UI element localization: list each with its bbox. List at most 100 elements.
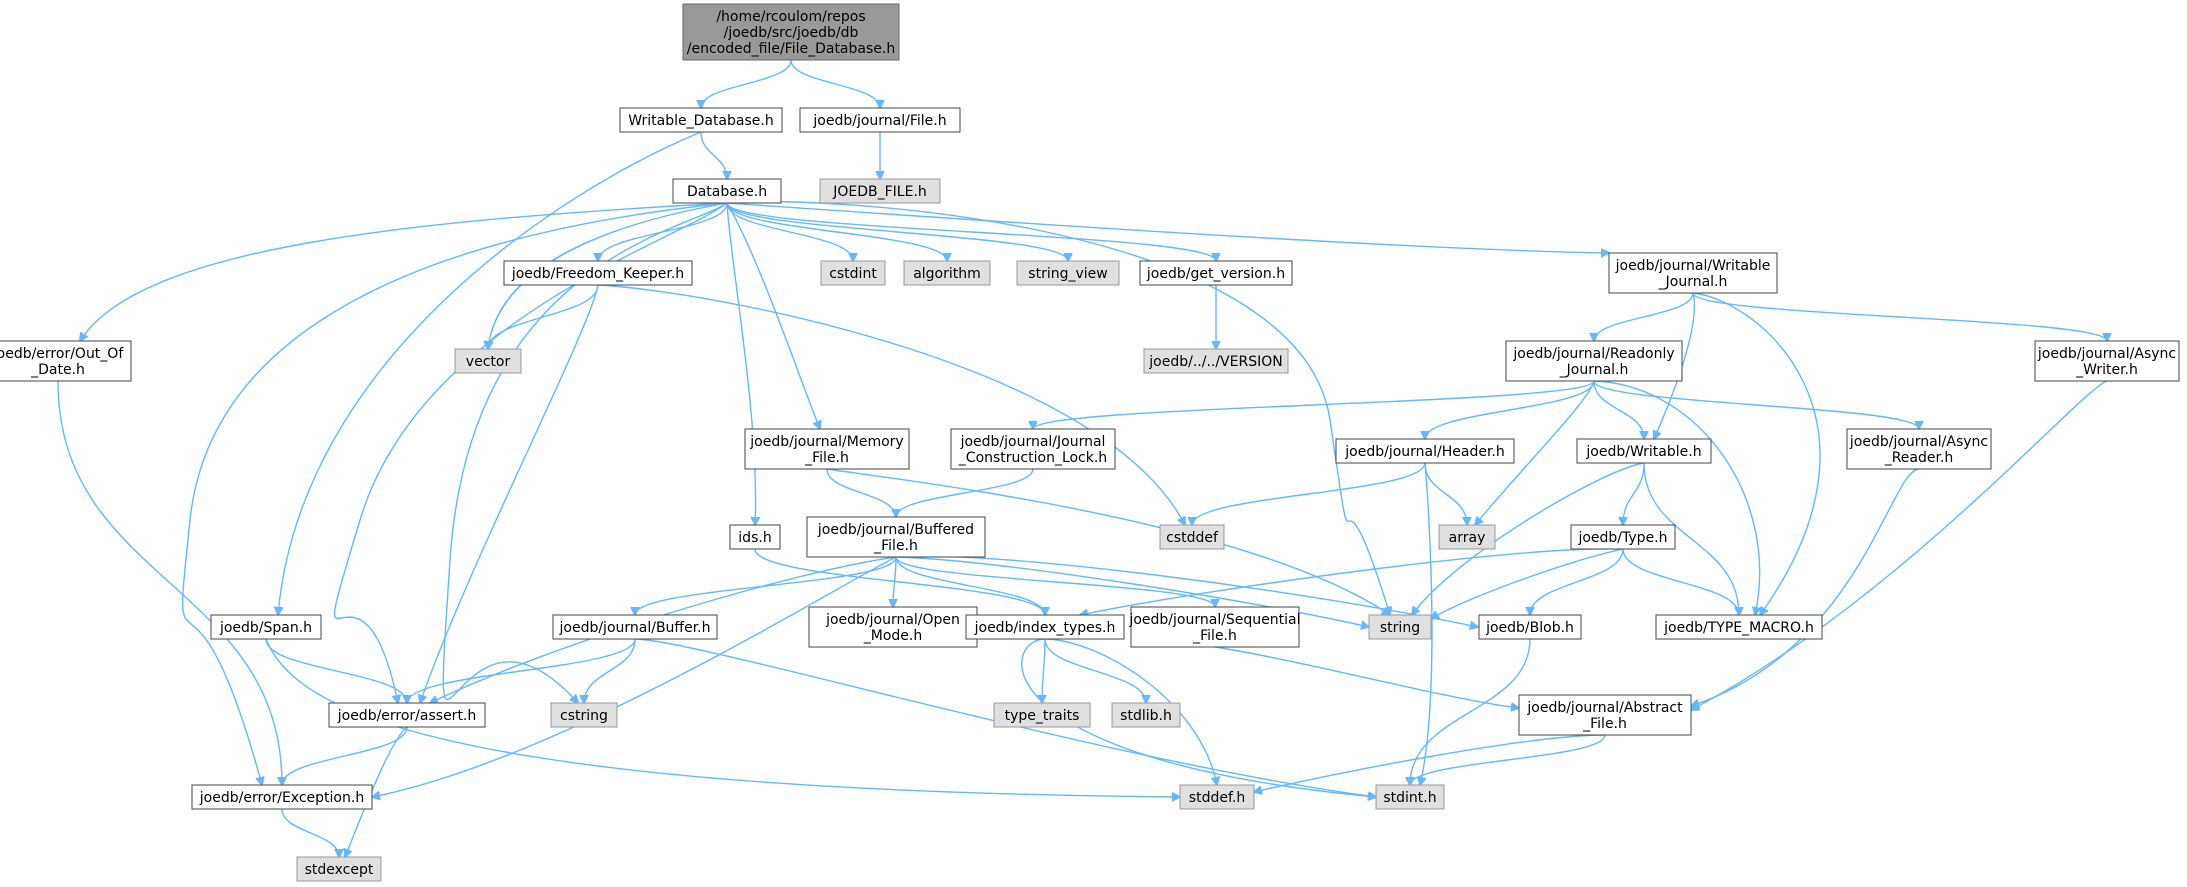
edge-type-to-blob <box>1530 548 1624 615</box>
node-label: joedb/journal/Writable <box>1615 258 1771 274</box>
node-readonly-journal[interactable]: joedb/journal/Readonly_Journal.h <box>1505 340 1683 382</box>
node-root[interactable]: /home/rcoulom/repos/joedb/src/joedb/db/e… <box>682 3 900 61</box>
edge-buffer-to-stdint <box>634 638 1376 797</box>
edge-freedom_keeper-to-assert <box>420 284 599 703</box>
edge-buffered_file-to-open_mode <box>893 556 896 607</box>
node-box <box>682 3 900 61</box>
edge-writable-to-string <box>1412 462 1645 615</box>
edge-database-to-writable_journal <box>726 202 1609 253</box>
node-writable[interactable]: joedb/Writable.h <box>1576 438 1712 464</box>
edge-database-to-string_view <box>726 202 1068 261</box>
node-label: Writable_Database.h <box>628 113 773 129</box>
node-assert[interactable]: joedb/error/assert.h <box>328 702 486 728</box>
node-get-version[interactable]: joedb/get_version.h <box>1139 260 1293 286</box>
edge-buffered_file-to-exception <box>372 556 897 797</box>
edge-database-to-out_of_date <box>80 202 728 341</box>
node-type-macro[interactable]: joedb/TYPE_MACRO.h <box>1655 614 1823 640</box>
node-cstdint[interactable]: cstdint <box>820 260 886 286</box>
edges-layer <box>57 59 2107 857</box>
node-buffered-file[interactable]: joedb/journal/Buffered_File.h <box>806 516 986 558</box>
edge-freedom_keeper-to-cstddef <box>597 284 1185 525</box>
edge-database-to-algorithm <box>726 202 947 261</box>
node-label: _File.h <box>1192 628 1237 644</box>
node-memory-file[interactable]: joedb/journal/Memory_File.h <box>744 428 910 470</box>
edge-root-to-writable_database <box>701 59 792 108</box>
node-box <box>454 348 522 374</box>
node-abstract-file[interactable]: joedb/journal/Abstract_File.h <box>1518 694 1692 736</box>
node-box <box>1505 340 1683 382</box>
node-box <box>729 524 781 550</box>
node-cstring[interactable]: cstring <box>550 702 618 728</box>
node-stdlib[interactable]: stdlib.h <box>1111 702 1181 728</box>
edge-writable_journal-to-writable <box>1654 292 1696 439</box>
node-label: Database.h <box>687 184 767 200</box>
node-freedom-keeper[interactable]: joedb/Freedom_Keeper.h <box>503 260 693 286</box>
edge-span-to-stddef <box>265 638 1180 797</box>
edge-freedom_keeper-to-vector <box>488 284 599 349</box>
node-box <box>1143 348 1289 374</box>
node-async-writer[interactable]: joedb/journal/Async_Writer.h <box>2034 340 2180 382</box>
edge-readonly_journal-to-header <box>1425 380 1595 439</box>
node-label: joedb/Blob.h <box>1485 620 1574 636</box>
edge-database-to-exception <box>181 202 728 785</box>
node-span[interactable]: joedb/Span.h <box>210 614 322 640</box>
node-index-types[interactable]: joedb/index_types.h <box>965 614 1125 640</box>
edge-readonly_journal-to-async_reader <box>1593 380 1919 429</box>
node-exception[interactable]: joedb/error/Exception.h <box>191 784 373 810</box>
node-version[interactable]: joedb/../../VERSION <box>1143 348 1289 374</box>
node-construction-lock[interactable]: joedb/journal/Journal_Construction_Lock.… <box>950 428 1116 470</box>
node-box <box>1179 784 1255 810</box>
edge-buffered_file-to-sequential_file <box>895 556 1215 607</box>
node-label: array <box>1449 530 1486 546</box>
node-box <box>965 614 1125 640</box>
edge-writable_database-to-span <box>278 131 702 615</box>
node-journal-file[interactable]: joedb/journal/File.h <box>799 107 961 133</box>
node-string[interactable]: string <box>1368 614 1432 640</box>
edge-out_of_date-to-exception <box>57 380 282 785</box>
edge-readonly_journal-to-construction_lock <box>1033 380 1595 429</box>
edge-buffered_file-to-assert <box>430 556 897 703</box>
node-stdexcept[interactable]: stdexcept <box>296 856 382 882</box>
node-writable-journal[interactable]: joedb/journal/Writable_Journal.h <box>1608 252 1778 294</box>
node-label: joedb/Freedom_Keeper.h <box>511 266 684 282</box>
node-open-mode[interactable]: joedb/journal/Open_Mode.h <box>808 606 978 648</box>
edge-buffer-to-assert <box>407 638 636 703</box>
edge-memory_file-to-string <box>826 468 1390 615</box>
node-vector[interactable]: vector <box>454 348 522 374</box>
node-database[interactable]: Database.h <box>672 178 782 204</box>
node-label: joedb/journal/Buffered <box>817 522 974 538</box>
node-header[interactable]: joedb/journal/Header.h <box>1335 438 1515 464</box>
edge-async_reader-to-abstract_file <box>1691 468 1920 706</box>
node-async-reader[interactable]: joedb/journal/Async_Reader.h <box>1846 428 1992 470</box>
node-label: joedb/Writable.h <box>1585 444 1701 460</box>
node-label: joedb/error/Out_Of <box>0 346 124 362</box>
node-box <box>328 702 486 728</box>
node-blob[interactable]: joedb/Blob.h <box>1478 614 1582 640</box>
node-type[interactable]: joedb/Type.h <box>1570 524 1676 550</box>
node-out-of-date[interactable]: joedb/error/Out_Of_Date.h <box>0 340 132 382</box>
edge-assert-to-stdexcept <box>345 726 408 857</box>
edge-blob-to-stdint <box>1410 638 1531 785</box>
node-cstddef[interactable]: cstddef <box>1159 524 1225 550</box>
node-string-view[interactable]: string_view <box>1016 260 1120 286</box>
node-box <box>1655 614 1823 640</box>
node-writable-database[interactable]: Writable_Database.h <box>619 107 783 133</box>
node-sequential-file[interactable]: joedb/journal/Sequential_File.h <box>1128 606 1301 648</box>
node-box <box>503 260 693 286</box>
node-algorithm[interactable]: algorithm <box>903 260 991 286</box>
node-stddef[interactable]: stddef.h <box>1179 784 1255 810</box>
node-array[interactable]: array <box>1438 524 1496 550</box>
node-box <box>993 702 1091 728</box>
node-buffer[interactable]: joedb/journal/Buffer.h <box>552 614 718 640</box>
node-stdint[interactable]: stdint.h <box>1375 784 1445 810</box>
edge-database-to-assert <box>333 202 728 703</box>
node-joedb-file[interactable]: JOEDB_FILE.h <box>819 178 941 204</box>
node-type-traits[interactable]: type_traits <box>993 702 1091 728</box>
edge-database-to-cstring <box>442 202 728 703</box>
node-label: string <box>1380 620 1420 636</box>
edge-readonly_journal-to-array <box>1475 380 1595 525</box>
node-ids[interactable]: ids.h <box>729 524 781 550</box>
edge-database-to-get_version <box>726 202 1216 261</box>
edge-database-to-string <box>726 200 1390 615</box>
node-label: stdlib.h <box>1120 708 1172 724</box>
